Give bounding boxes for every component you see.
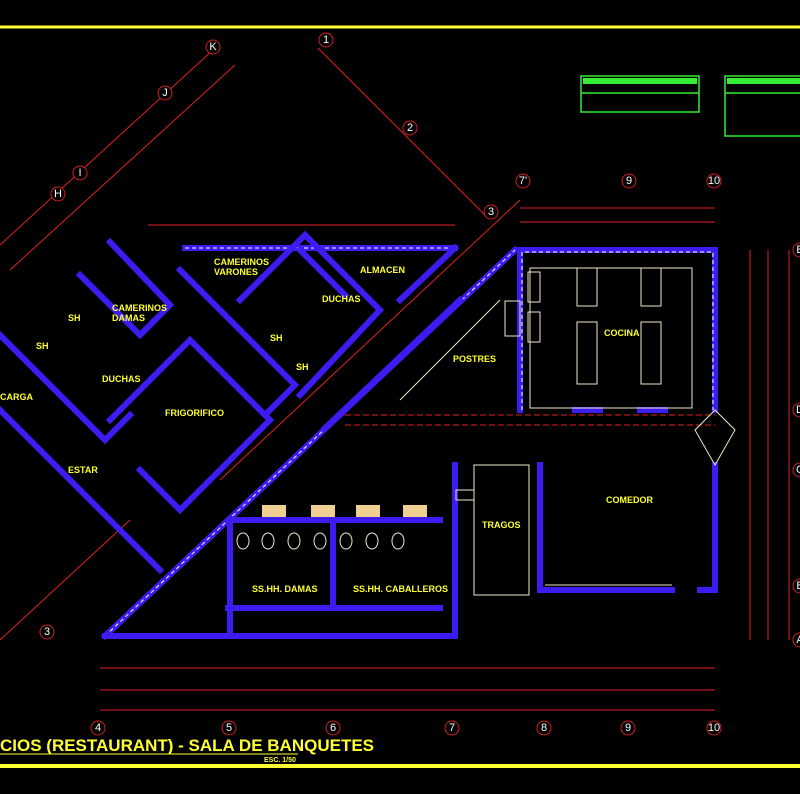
label-camerinos-varones-1: CAMERINOS bbox=[214, 257, 269, 267]
svg-text:3: 3 bbox=[44, 626, 50, 638]
svg-text:B: B bbox=[796, 580, 800, 592]
label-camerinos-damas-2: DAMAS bbox=[112, 313, 145, 323]
svg-text:2: 2 bbox=[407, 122, 413, 134]
svg-text:H: H bbox=[54, 188, 62, 200]
label-sshh-caballeros: SS.HH. CABALLEROS bbox=[353, 584, 448, 594]
label-sh-1: SH bbox=[68, 313, 81, 323]
svg-text:C: C bbox=[796, 464, 800, 476]
axis-bubble-c: C bbox=[792, 462, 800, 478]
label-cocina: COCINA bbox=[604, 328, 640, 338]
axis-bubble-5: 5 bbox=[221, 720, 237, 736]
svg-text:J: J bbox=[162, 87, 168, 99]
axis-bubble-j: J bbox=[157, 85, 173, 101]
axis-bubble-k: K bbox=[205, 39, 221, 55]
svg-text:9: 9 bbox=[626, 175, 632, 187]
svg-text:3: 3 bbox=[488, 206, 494, 218]
label-sh-2: SH bbox=[36, 341, 49, 351]
label-postres: POSTRES bbox=[453, 354, 496, 364]
label-camerinos-varones-2: VARONES bbox=[214, 267, 258, 277]
axis-bubble-e: E bbox=[792, 242, 800, 258]
axis-bubble-7: 7 bbox=[444, 720, 460, 736]
axis-bubble-9: 9 bbox=[620, 720, 636, 736]
fixtures bbox=[236, 267, 736, 596]
svg-text:5: 5 bbox=[226, 722, 232, 734]
svg-text:E: E bbox=[796, 244, 800, 256]
label-tragos: TRAGOS bbox=[482, 520, 521, 530]
window-schedule-table bbox=[580, 75, 700, 113]
svg-text:A: A bbox=[796, 634, 800, 646]
axis-bubble-10-top: 10 bbox=[706, 173, 722, 189]
svg-text:10: 10 bbox=[708, 175, 720, 187]
svg-text:9: 9 bbox=[625, 722, 631, 734]
drawing-scale: ESC. 1/50 bbox=[264, 757, 296, 764]
svg-text:D: D bbox=[796, 404, 800, 416]
svg-text:8: 8 bbox=[541, 722, 547, 734]
label-sh-3: SH bbox=[270, 333, 283, 343]
label-estar: ESTAR bbox=[68, 465, 98, 475]
label-duchas-2: DUCHAS bbox=[322, 294, 361, 304]
label-duchas-1: DUCHAS bbox=[102, 374, 141, 384]
label-carga: CARGA bbox=[0, 392, 33, 402]
label-sh-4: SH bbox=[296, 362, 309, 372]
svg-text:K: K bbox=[209, 41, 217, 53]
drawing-title: CIOS (RESTAURANT) - SALA DE BANQUETES bbox=[0, 736, 374, 755]
label-camerinos-damas-1: CAMERINOS bbox=[112, 303, 167, 313]
axis-bubble-b: B bbox=[792, 578, 800, 594]
svg-text:10: 10 bbox=[708, 722, 720, 734]
axis-bubble-2: 2 bbox=[402, 120, 418, 136]
axis-bubble-h: H bbox=[50, 186, 66, 202]
axis-bubble-3: 3 bbox=[483, 204, 499, 220]
axis-lines bbox=[0, 47, 790, 711]
axis-bubble-i: I bbox=[72, 165, 88, 181]
room-labels: CAMERINOS DAMAS CAMERINOS VARONES SH SH … bbox=[0, 257, 654, 594]
svg-text:7': 7' bbox=[519, 175, 527, 187]
svg-text:I: I bbox=[78, 167, 81, 179]
axis-bubble-10: 10 bbox=[706, 720, 722, 736]
axis-bubble-4: 4 bbox=[90, 720, 106, 736]
axis-bubble-6: 6 bbox=[325, 720, 341, 736]
axis-bubble-a: A bbox=[792, 632, 800, 648]
axis-bubble-9-top: 9 bbox=[621, 173, 637, 189]
svg-text:4: 4 bbox=[95, 722, 101, 734]
label-comedor: COMEDOR bbox=[606, 495, 654, 505]
svg-text:7: 7 bbox=[449, 722, 455, 734]
label-sshh-damas: SS.HH. DAMAS bbox=[252, 584, 318, 594]
axis-bubble-3-left: 3 bbox=[39, 624, 55, 640]
label-frigorifico: FRIGORIFICO bbox=[165, 408, 224, 418]
axis-bubble-d: D bbox=[792, 402, 800, 418]
walls bbox=[0, 230, 718, 641]
door-schedule-table bbox=[724, 75, 800, 137]
axis-bubble-7p: 7' bbox=[515, 173, 531, 189]
svg-text:6: 6 bbox=[330, 722, 336, 734]
axis-bubble-1: 1 bbox=[318, 32, 334, 48]
grid-bubbles: K J I H 1 2 3 7' 9 10 E D C B A 4 5 6 7 … bbox=[39, 32, 800, 736]
label-almacen: ALMACEN bbox=[360, 265, 405, 275]
svg-text:1: 1 bbox=[323, 34, 329, 46]
axis-bubble-8: 8 bbox=[536, 720, 552, 736]
